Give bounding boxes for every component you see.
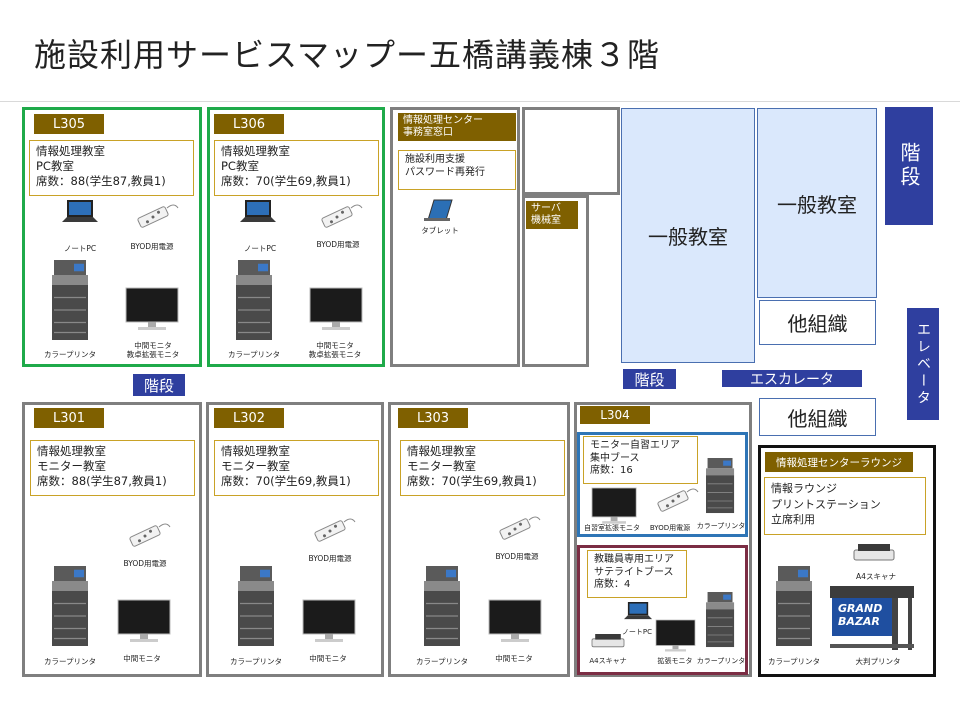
room-tag-l306: L306 (214, 114, 284, 134)
large-format-printer-icon (830, 586, 914, 650)
lounge-tag: 情報処理センターラウンジ (765, 452, 913, 472)
title-divider (0, 101, 960, 102)
large-printer-label: 大判プリンタ (855, 657, 901, 666)
elevator: エレベータ (907, 308, 939, 420)
room-info-l302: 情報処理教室モニター教室席数：70(学生69,教員1) (214, 440, 379, 496)
lounge-info: 情報ラウンジプリントステーション立席利用 (764, 477, 926, 535)
laptop-icon (62, 200, 98, 222)
room-info-l303: 情報処理教室モニター教室席数：70(学生69,教員1) (400, 440, 565, 496)
a4-scanner-label: A4スキャナ (589, 657, 627, 665)
color-printer-icon (705, 591, 735, 648)
middle-monitor-label: 中間モニタ (123, 654, 161, 663)
color-printer-label: カラープリンタ (43, 350, 97, 359)
byod-power-label: BYOD用電源 (649, 524, 691, 532)
power-strip-icon (498, 516, 541, 541)
general-classroom-1[interactable]: 一般教室 (621, 108, 755, 363)
power-strip-icon (128, 523, 171, 548)
color-printer-icon (423, 565, 461, 647)
scanner-icon (853, 543, 895, 561)
byod-power-label: BYOD用電源 (316, 240, 360, 249)
stairs-right: 階段 (885, 107, 933, 225)
room-tag-l304: L304 (580, 406, 650, 424)
power-strip-icon (320, 204, 363, 229)
monitor-icon (302, 599, 356, 643)
middle-monitor-label: 中間モニタ教卓拡張モニタ (308, 341, 362, 359)
laptop-label: ノートPC (243, 244, 277, 253)
ext-monitor-label: 拡張モニタ (657, 657, 693, 665)
escalator: エスカレータ (722, 370, 862, 388)
laptop-label: ノートPC (63, 244, 97, 253)
other-org-2: 他組織 (759, 398, 876, 436)
middle-monitor-label: 中間モニタ (309, 654, 347, 663)
byod-power-label: BYOD用電源 (123, 559, 167, 568)
a4-scanner-label: A4スキャナ (856, 572, 896, 581)
office-tag: 情報処理センター事務室窓口 (398, 113, 516, 141)
page-title: 施設利用サービスマップー五橋講義棟３階 (34, 36, 661, 74)
color-printer-label: カラープリンタ (229, 657, 283, 666)
power-strip-icon (313, 518, 356, 543)
middle-monitor-label: 中間モニタ (495, 654, 533, 663)
tablet-icon (424, 199, 453, 221)
scanner-icon (591, 633, 625, 648)
power-strip-icon (136, 204, 179, 229)
color-printer-label: カラープリンタ (696, 522, 746, 530)
color-printer-label: カラープリンタ (696, 657, 746, 665)
monitor-icon (125, 287, 179, 331)
middle-monitor-label: 中間モニタ教卓拡張モニタ (126, 341, 180, 359)
stairs-center: 階段 (133, 374, 185, 396)
office-info: 施設利用支援パスワード再発行 (398, 150, 516, 190)
other-org-1: 他組織 (759, 300, 876, 345)
color-printer-icon (705, 457, 735, 514)
color-printer-label: カラープリンタ (415, 657, 469, 666)
monitor-icon (117, 599, 171, 643)
byod-power-label: BYOD用電源 (130, 242, 174, 251)
byod-power-label: BYOD用電源 (495, 552, 539, 561)
monitor-icon (655, 619, 696, 652)
monitor-icon (488, 599, 542, 643)
color-printer-icon (237, 565, 275, 647)
laptop-label: ノートPC (621, 628, 653, 636)
staff-area-info: 教職員専用エリアサテライトブース席数：4 (587, 550, 687, 598)
room-info-l301: 情報処理教室モニター教室席数：88(学生87,教員1) (30, 440, 195, 496)
laptop-icon (624, 602, 653, 620)
room-tag-l303: L303 (398, 408, 468, 428)
room-tag-l302: L302 (214, 408, 284, 428)
storage-room (522, 107, 620, 195)
color-printer-label: カラープリンタ (43, 657, 97, 666)
color-printer-icon (51, 565, 89, 647)
color-printer-label: カラープリンタ (767, 657, 821, 666)
self-study-monitor-label: 自習室拡張モニタ (584, 524, 640, 532)
monitor-icon (309, 287, 363, 331)
tablet-label: タブレット (421, 226, 459, 235)
laptop-icon (240, 200, 276, 222)
general-classroom-2[interactable]: 一般教室 (757, 108, 877, 298)
power-strip-icon (656, 488, 699, 513)
stairs-mid: 階段 (623, 369, 676, 389)
byod-power-label: BYOD用電源 (308, 554, 352, 563)
server-tag: サーバ機械室 (526, 201, 578, 229)
color-printer-icon (235, 259, 273, 341)
monitor-icon (591, 487, 637, 525)
color-printer-label: カラープリンタ (227, 350, 281, 359)
room-tag-l305: L305 (34, 114, 104, 134)
color-printer-icon (775, 565, 813, 647)
color-printer-icon (51, 259, 89, 341)
monitor-area-info: モニター自習エリア集中ブース席数：16 (583, 436, 698, 484)
room-info-center-office[interactable] (390, 107, 520, 367)
room-tag-l301: L301 (34, 408, 104, 428)
